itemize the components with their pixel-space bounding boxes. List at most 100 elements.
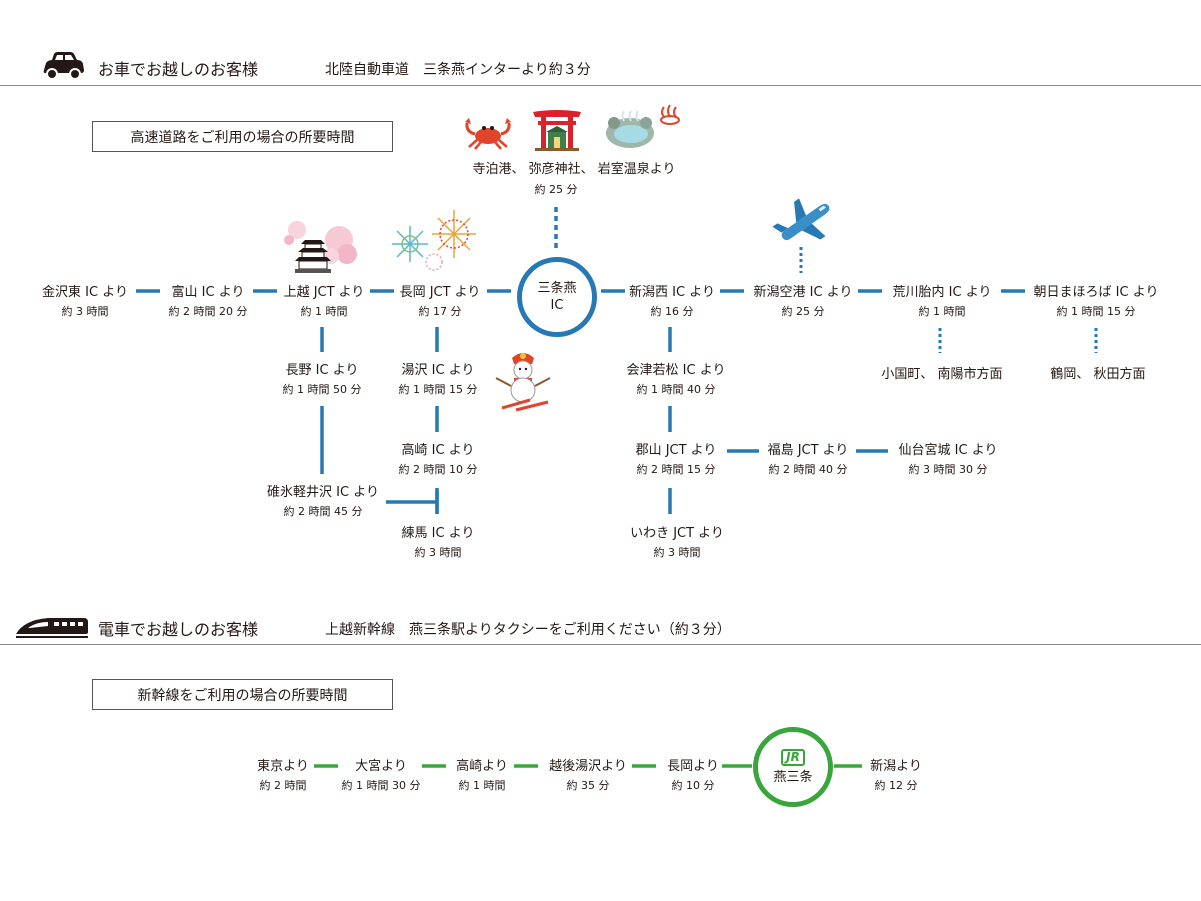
node-nerima-time: 約 3 時間: [414, 546, 462, 559]
node-nagano-name: 長野 IC より: [285, 363, 359, 378]
hub-station-name: 燕三条: [773, 769, 813, 785]
train-section-title: 電車でお越しのお客様: [98, 620, 259, 639]
label-tsuruoka: 鶴岡、 秋田方面: [1050, 367, 1146, 382]
crab-icon: [462, 114, 514, 154]
node-sendai-time: 約 3 時間 30 分: [908, 463, 988, 476]
node-nagaoka-name: 長岡 JCT より: [399, 285, 481, 300]
node-usui: 碓氷軽井沢 IC より 約 2 時間 45 分: [267, 484, 379, 520]
node-kanazawa-time: 約 3 時間: [61, 305, 109, 318]
station-takasaki: 高崎より 約 1 時間: [456, 758, 508, 794]
node-toyama: 富山 IC より 約 2 時間 20 分: [169, 284, 248, 320]
node-takasaki-name: 高崎 IC より: [401, 443, 475, 458]
airplane-icon: [770, 196, 838, 254]
car-icon: [40, 50, 86, 80]
node-nagaoka: 長岡 JCT より 約 17 分: [400, 284, 481, 320]
node-iwaki-time: 約 3 時間: [653, 546, 701, 559]
top-destination-time: 約 25 分: [534, 183, 578, 196]
node-joetsu: 上越 JCT より 約 1 時間: [284, 284, 365, 320]
node-toyama-name: 富山 IC より: [171, 285, 245, 300]
node-yuzawa-time: 約 1 時間 15 分: [398, 383, 478, 396]
station-takasaki-time: 約 1 時間: [458, 779, 506, 792]
castle-sakura-icon: [281, 218, 357, 278]
node-arakawa: 荒川胎内 IC より 約 1 時間: [893, 284, 992, 320]
train-box-label: 新幹線をご利用の場合の所要時間: [92, 679, 393, 710]
node-asahi: 朝日まほろば IC より 約 1 時間 15 分: [1034, 284, 1159, 320]
car-section-divider: [0, 85, 1201, 86]
station-takasaki-name: 高崎より: [456, 759, 508, 774]
node-nagano: 長野 IC より 約 1 時間 50 分: [283, 362, 362, 398]
train-section-description: 上越新幹線 燕三条駅よりタクシーをご利用ください（約３分）: [325, 622, 731, 638]
node-takasaki: 高崎 IC より 約 2 時間 10 分: [399, 442, 478, 478]
jr-logo: JR: [781, 748, 805, 766]
node-fukushima-name: 福島 JCT より: [767, 443, 849, 458]
tsubame-sanjo-station-hub: JR 燕三条: [753, 727, 833, 807]
node-joetsu-name: 上越 JCT より: [283, 285, 365, 300]
node-iwaki-name: いわき JCT より: [630, 526, 724, 541]
train-section-divider: [0, 644, 1201, 645]
node-koriyama-name: 郡山 JCT より: [635, 443, 717, 458]
node-kanazawa-name: 金沢東 IC より: [42, 285, 128, 300]
station-omiya-time: 約 1 時間 30 分: [341, 779, 421, 792]
car-section-description: 北陸自動車道 三条燕インターより約３分: [325, 62, 591, 78]
fireworks-icon: [390, 206, 482, 280]
node-nagano-time: 約 1 時間 50 分: [282, 383, 362, 396]
node-airport-name: 新潟空港 IC より: [753, 285, 853, 300]
node-aizu-name: 会津若松 IC より: [626, 363, 726, 378]
node-usui-name: 碓氷軽井沢 IC より: [267, 485, 379, 500]
node-iwaki: いわき JCT より 約 3 時間: [630, 525, 724, 561]
node-fukushima-time: 約 2 時間 40 分: [768, 463, 848, 476]
node-sendai-name: 仙台宮城 IC より: [898, 443, 998, 458]
top-destination-name: 寺泊港、 弥彦神社、 岩室温泉より: [472, 162, 676, 177]
shinkansen-icon: [14, 614, 90, 640]
node-usui-time: 約 2 時間 45 分: [283, 505, 363, 518]
station-nagaoka-name: 長岡より: [667, 759, 719, 774]
node-arakawa-time: 約 1 時間: [918, 305, 966, 318]
node-arakawa-name: 荒川胎内 IC より: [892, 285, 992, 300]
node-yuzawa-name: 湯沢 IC より: [401, 363, 475, 378]
node-nagaoka-time: 約 17 分: [418, 305, 462, 318]
station-echigo-yuzawa-time: 約 35 分: [566, 779, 610, 792]
station-echigo-yuzawa: 越後湯沢より 約 35 分: [549, 758, 627, 794]
station-omiya: 大宮より 約 1 時間 30 分: [342, 758, 421, 794]
node-nerima-name: 練馬 IC より: [401, 526, 475, 541]
node-niigatanishi-name: 新潟西 IC より: [629, 285, 715, 300]
node-niigatanishi: 新潟西 IC より 約 16 分: [629, 284, 715, 320]
station-tokyo: 東京より 約 2 時間: [257, 758, 309, 794]
hub-ic: IC: [550, 298, 564, 313]
node-takasaki-time: 約 2 時間 10 分: [398, 463, 478, 476]
car-section-title: お車でお越しのお客様: [98, 60, 259, 79]
station-niigata-name: 新潟より: [870, 759, 922, 774]
node-kanazawa: 金沢東 IC より 約 3 時間: [42, 284, 128, 320]
station-tokyo-time: 約 2 時間: [259, 779, 307, 792]
station-nagaoka: 長岡より 約 10 分: [667, 758, 719, 794]
node-aizu: 会津若松 IC より 約 1 時間 40 分: [627, 362, 726, 398]
station-tokyo-name: 東京より: [257, 759, 309, 774]
node-yuzawa: 湯沢 IC より 約 1 時間 15 分: [399, 362, 478, 398]
node-koriyama-time: 約 2 時間 15 分: [636, 463, 716, 476]
sanjo-tsubame-ic-hub: 三条燕 IC: [517, 257, 597, 337]
node-nerima: 練馬 IC より 約 3 時間: [402, 525, 475, 561]
node-fukushima: 福島 JCT より 約 2 時間 40 分: [768, 442, 849, 478]
node-joetsu-time: 約 1 時間: [300, 305, 348, 318]
station-omiya-name: 大宮より: [355, 759, 407, 774]
station-nagaoka-time: 約 10 分: [671, 779, 715, 792]
node-niigatanishi-time: 約 16 分: [650, 305, 694, 318]
hot-spring-icon: [604, 103, 680, 155]
node-asahi-name: 朝日まほろば IC より: [1033, 285, 1159, 300]
hub-name: 三条燕: [537, 281, 577, 296]
node-airport: 新潟空港 IC より 約 25 分: [754, 284, 853, 320]
node-asahi-time: 約 1 時間 15 分: [1056, 305, 1136, 318]
car-box-label: 高速道路をご利用の場合の所要時間: [92, 121, 393, 152]
station-niigata-time: 約 12 分: [874, 779, 918, 792]
node-aizu-time: 約 1 時間 40 分: [636, 383, 716, 396]
torii-shrine-icon: [531, 108, 583, 156]
node-airport-time: 約 25 分: [781, 305, 825, 318]
label-oguni: 小国町、 南陽市方面: [881, 367, 1003, 382]
station-niigata: 新潟より 約 12 分: [870, 758, 922, 794]
node-toyama-time: 約 2 時間 20 分: [168, 305, 248, 318]
node-koriyama: 郡山 JCT より 約 2 時間 15 分: [636, 442, 717, 478]
node-sendai: 仙台宮城 IC より 約 3 時間 30 分: [899, 442, 998, 478]
station-echigo-yuzawa-name: 越後湯沢より: [549, 759, 627, 774]
